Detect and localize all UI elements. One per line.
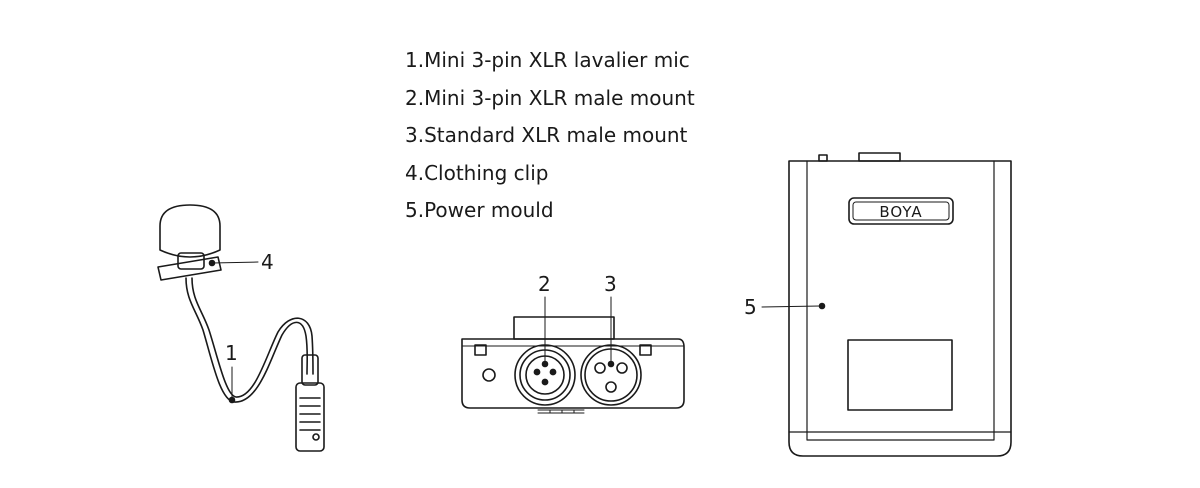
legend-item-5: 5.Power mould (405, 198, 554, 223)
mini-xlr-plug (295, 382, 325, 452)
panel-outline (461, 338, 685, 409)
brand-plate-inner (852, 201, 950, 221)
led-left (474, 344, 487, 356)
battery-window (847, 339, 953, 411)
strain-relief (301, 354, 319, 386)
lavalier-mic-illustration (157, 204, 325, 452)
belt-clip-top (513, 316, 615, 340)
callout-5-leader (761, 305, 821, 308)
callout-5-label: 5 (744, 295, 757, 319)
receiver-top-panel (461, 316, 685, 414)
callout-1-label: 1 (225, 341, 238, 365)
led-right (639, 344, 652, 356)
xlr-pin (616, 362, 628, 374)
top-tab (858, 152, 901, 162)
bottom-edge (788, 431, 1012, 441)
callout-4-label: 4 (261, 250, 274, 274)
parts-legend: 1.Mini 3-pin XLR lavalier mic 2.Mini 3-p… (405, 42, 695, 230)
callout-2-dot (541, 360, 549, 368)
mic-collar (177, 252, 205, 270)
callout-3-label: 3 (604, 272, 617, 296)
callout-4-leader (211, 261, 259, 264)
callout-3-dot (607, 360, 615, 368)
module-body (788, 160, 1012, 457)
mic-cable-b (191, 277, 314, 398)
xlr-pin (594, 362, 606, 374)
brand-plate (848, 197, 954, 225)
callout-1-dot (228, 396, 236, 404)
callout-2-label: 2 (538, 272, 551, 296)
mic-windscreen (159, 204, 221, 258)
legend-item-4: 4.Clothing clip (405, 160, 549, 185)
plug-latch (312, 433, 320, 441)
legend-item-1: 1.Mini 3-pin XLR lavalier mic (405, 48, 690, 72)
power-module (788, 152, 1012, 457)
mini-xlr-pin (549, 368, 557, 376)
mic-cable-a (185, 277, 309, 403)
legend-item-3: 3.Standard XLR male mount (405, 123, 688, 148)
xlr-pin (605, 381, 617, 393)
brand-logo: BOYA (879, 203, 922, 221)
legend-item-2: 2.Mini 3-pin XLR male mount (405, 85, 695, 110)
mini-xlr-pin (533, 368, 541, 376)
top-switch (818, 154, 828, 162)
panel-button (482, 368, 496, 382)
mini-xlr-pin (541, 378, 549, 386)
clothing-clip (157, 256, 222, 281)
callout-5-dot (818, 302, 826, 310)
